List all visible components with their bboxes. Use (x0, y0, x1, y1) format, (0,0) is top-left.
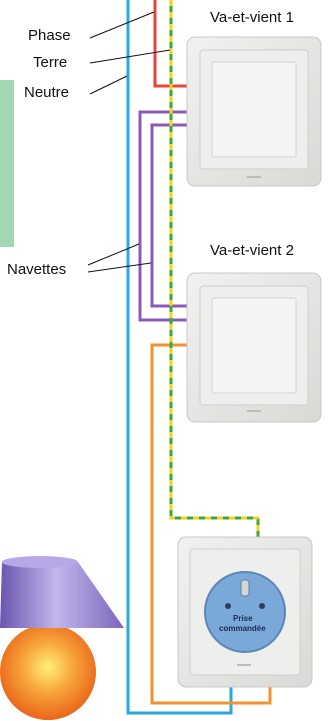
neutre-wire (126, 0, 233, 715)
lamp (0, 556, 124, 720)
label-navettes: Navettes (7, 261, 67, 278)
neutre-leader (89, 75, 128, 95)
socket-label-line1: Prise (233, 614, 253, 623)
label-terre: Terre (33, 54, 68, 71)
label-switch-1: Va-et-vient 1 (210, 9, 294, 26)
phase-leader (89, 11, 155, 39)
navettes-leader-1 (87, 243, 140, 266)
navette-wire-1 (138, 110, 190, 322)
navettes-leader-2 (87, 262, 152, 273)
terre-leader (89, 49, 171, 64)
label-neutre: Neutre (24, 84, 70, 101)
label-phase: Phase (28, 27, 71, 44)
side-panel (0, 80, 14, 247)
retour-wire (150, 343, 272, 705)
socket-label-line2: commandée (219, 624, 266, 633)
socket (177, 536, 313, 688)
switch-2 (186, 272, 322, 423)
terre-wire-yellow (169, 0, 260, 540)
phase-wire (153, 0, 190, 88)
switch-1 (186, 36, 322, 187)
label-switch-2: Va-et-vient 2 (210, 242, 294, 259)
